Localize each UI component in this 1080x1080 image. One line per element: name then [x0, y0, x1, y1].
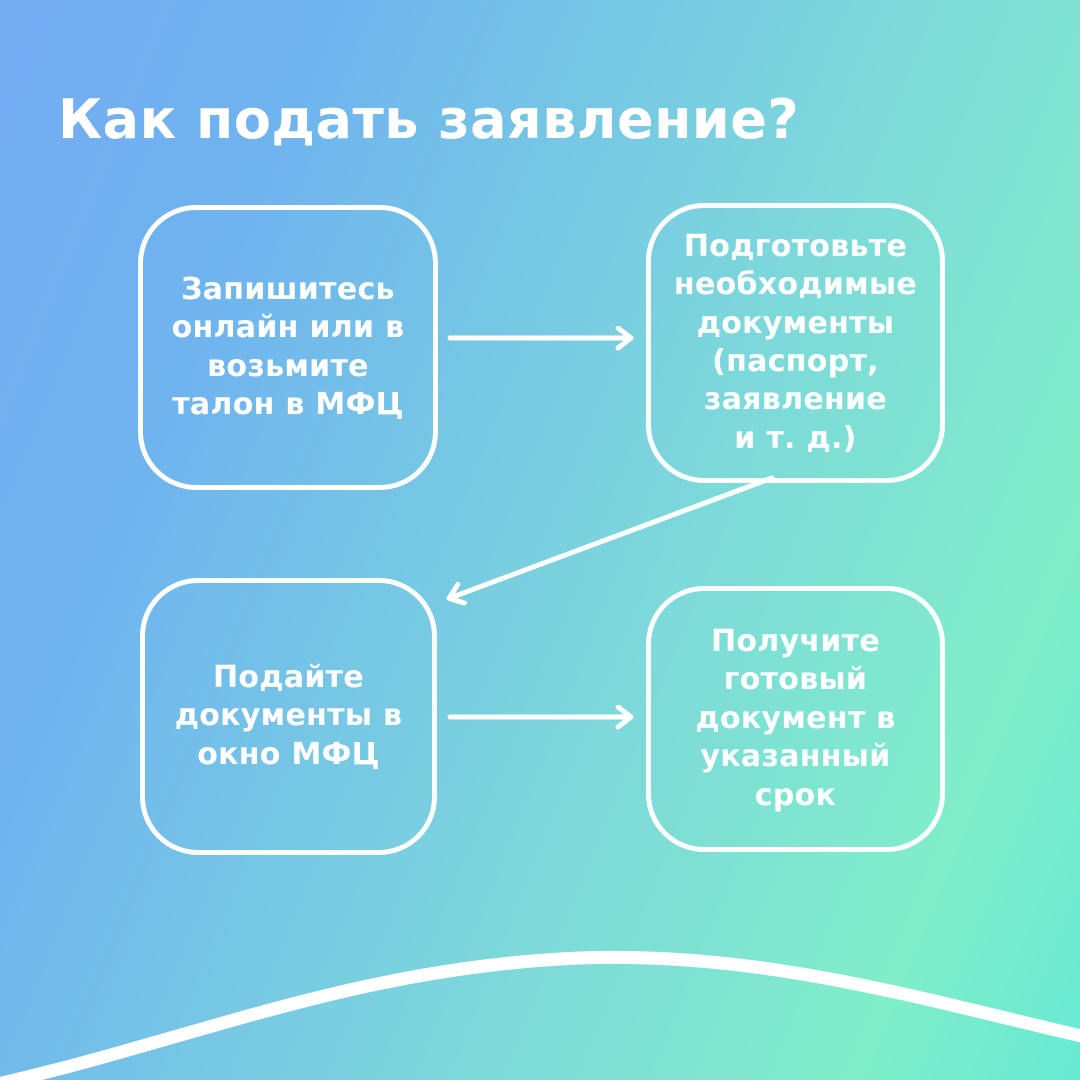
- arrow-diagonal-step2-to-step3-icon: [450, 475, 775, 598]
- step-box-2: Подготовьте необходимые документы (паспо…: [646, 203, 945, 483]
- wave-decoration: [0, 950, 1080, 1080]
- step-box-1: Запишитесь онлайн или в возьмите талон в…: [138, 205, 438, 490]
- step-box-4: Получите готовый документ в указанный ср…: [646, 586, 945, 852]
- step-box-3: Подайте документы в окно МФЦ: [140, 578, 437, 855]
- step-3-text: Подайте документы в окно МФЦ: [174, 659, 403, 772]
- step-2-text: Подготовьте необходимые документы (паспо…: [673, 228, 918, 456]
- step-1-text: Запишитесь онлайн или в возьмите талон в…: [171, 271, 405, 422]
- step-4-text: Получите готовый документ в указанный ср…: [695, 624, 896, 813]
- page-title: Как подать заявление?: [58, 88, 800, 151]
